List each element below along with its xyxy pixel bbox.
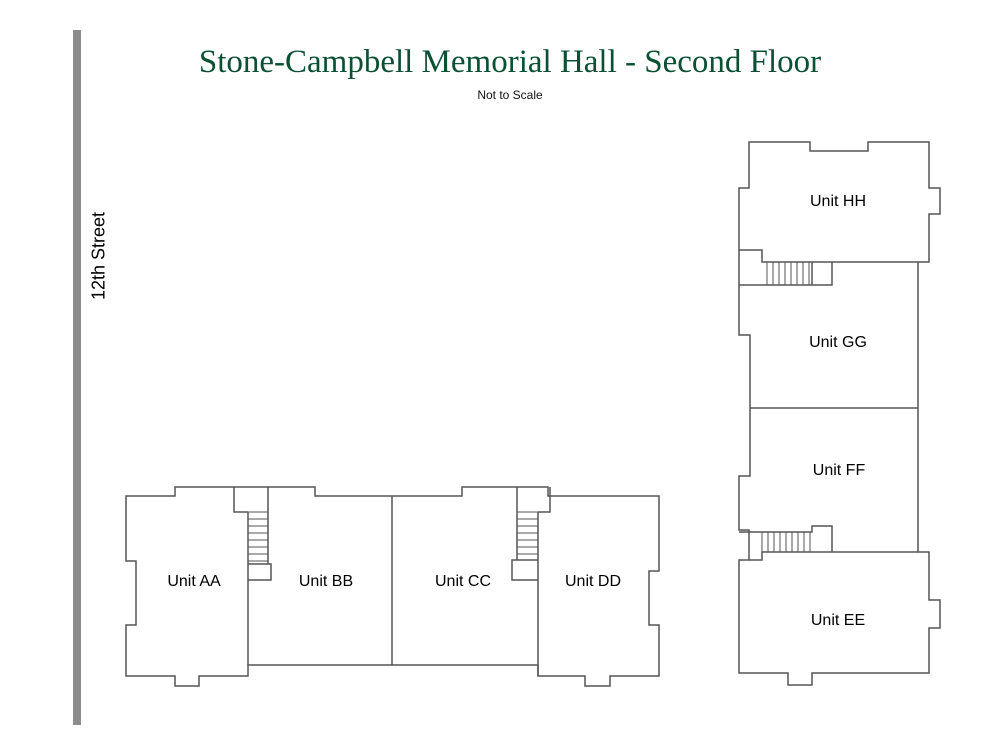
unit-aa-label[interactable]: Unit AA — [167, 573, 221, 590]
stairs-top — [739, 262, 833, 286]
wall-hh-gg — [739, 249, 918, 263]
right-building-outline — [738, 141, 941, 686]
unit-gg-label[interactable]: Unit GG — [809, 334, 867, 351]
unit-dd-label[interactable]: Unit DD — [565, 573, 621, 590]
street-line — [73, 30, 81, 725]
stairs-left — [233, 487, 272, 581]
stairs-bottom — [739, 525, 833, 552]
right-building: Unit HH Unit GG Unit FF Unit EE — [738, 141, 941, 686]
left-building-outline — [125, 486, 660, 687]
unit-cc-label[interactable]: Unit CC — [435, 573, 491, 590]
unit-ff-label[interactable]: Unit FF — [813, 462, 866, 479]
stairs-right — [511, 487, 551, 581]
page-title: Stone-Campbell Memorial Hall - Second Fl… — [198, 44, 822, 80]
scale-note: Not to Scale — [477, 88, 543, 102]
unit-bb-label[interactable]: Unit BB — [299, 573, 353, 590]
wall-ff-ee — [749, 551, 918, 561]
unit-hh-label[interactable]: Unit HH — [810, 193, 866, 210]
unit-ee-label[interactable]: Unit EE — [811, 612, 865, 629]
left-building: Unit AA Unit BB Unit CC Unit DD — [125, 486, 660, 687]
